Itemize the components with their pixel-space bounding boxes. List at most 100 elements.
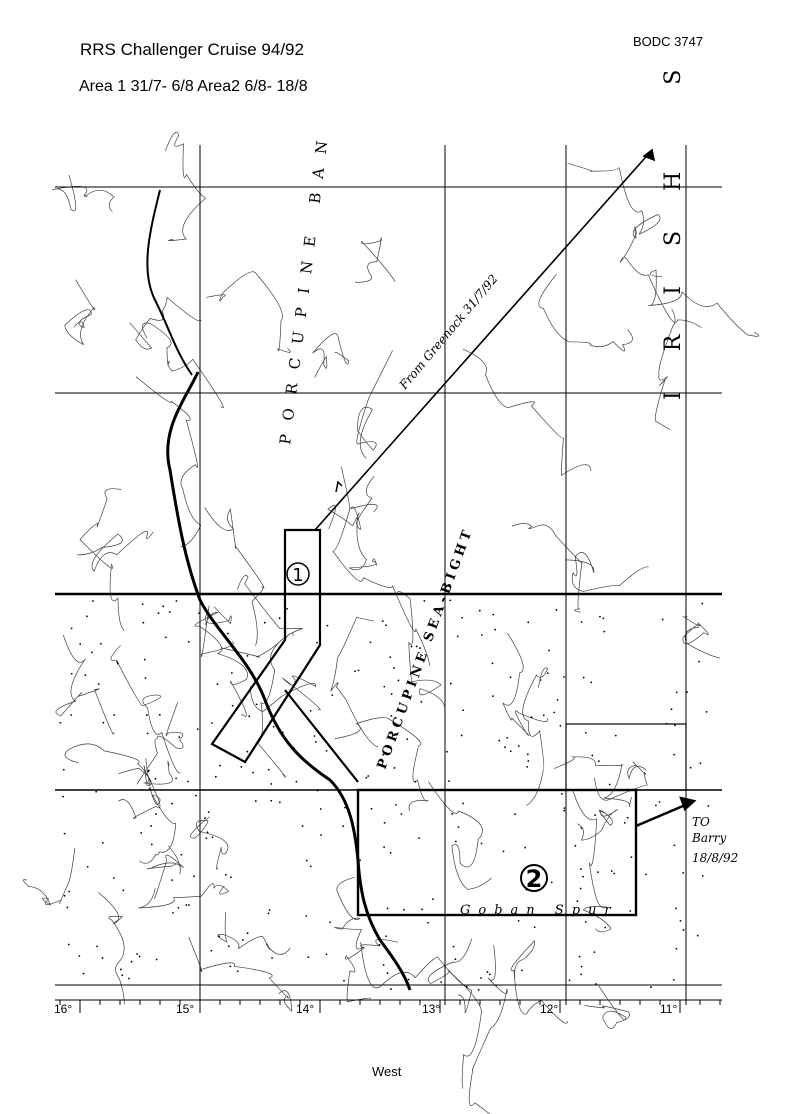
sounding-dot <box>157 612 160 615</box>
sounding-dot <box>582 676 585 679</box>
sounding-dot <box>447 780 450 783</box>
sounding-dot <box>248 715 251 718</box>
bathymetry-contours <box>23 131 760 1114</box>
sounding-dot <box>155 813 157 815</box>
sounding-dot <box>236 970 239 973</box>
sounding-dot <box>309 865 312 868</box>
sounding-dot <box>268 909 271 911</box>
sounding-dot <box>78 955 81 957</box>
sounding-dot <box>582 875 584 878</box>
sounding-dot <box>254 800 257 802</box>
contour-line <box>567 162 661 239</box>
sounding-dot <box>164 636 167 639</box>
sounding-dot <box>654 804 657 807</box>
sounding-dot <box>462 709 465 712</box>
label-porcupine-sea-bight: PORCUPINE SEA-BIGHT <box>375 525 477 771</box>
sounding-dot <box>194 794 197 797</box>
contour-line <box>204 507 265 646</box>
label-goban-spur: Goban Spur <box>460 903 619 918</box>
longitude-tick-14: 14° <box>296 1002 314 1016</box>
sounding-dot <box>393 767 396 769</box>
sounding-dot <box>143 658 146 661</box>
contour-line <box>136 702 184 785</box>
sounding-dot <box>626 816 629 819</box>
contour-line <box>129 296 202 350</box>
sounding-dot <box>301 825 304 828</box>
sounding-dot <box>509 750 512 753</box>
sounding-dot <box>394 804 397 806</box>
sounding-dot <box>185 904 188 906</box>
sounding-dot <box>699 762 702 765</box>
sounding-dot <box>492 695 495 698</box>
sounding-dots <box>59 599 710 991</box>
sounding-dot <box>150 825 152 827</box>
document-code: BODC 3747 <box>633 34 704 49</box>
sounding-dot <box>707 805 710 807</box>
sounding-dot <box>203 817 206 820</box>
sounding-dot <box>574 844 577 847</box>
sounding-dot <box>116 662 119 665</box>
sounding-dot <box>99 642 102 645</box>
end-to-annotation: TO <box>692 815 710 829</box>
sounding-dot <box>613 872 616 875</box>
sounding-dot <box>320 834 322 836</box>
sounding-dot <box>270 799 273 802</box>
sounding-dot <box>147 770 149 773</box>
sounding-dot <box>658 801 661 803</box>
contour-line <box>194 612 248 717</box>
sounding-dot <box>542 714 545 717</box>
sounding-dot <box>526 753 529 756</box>
sounding-dot <box>90 651 93 654</box>
label-irish-sea: IRISH S <box>661 30 686 400</box>
sounding-dot <box>452 945 455 948</box>
sounding-dot <box>344 806 346 809</box>
sounding-dot <box>305 859 308 862</box>
sounding-dot <box>530 716 533 719</box>
sounding-dot <box>172 912 174 914</box>
sounding-dot <box>175 600 178 602</box>
sounding-dot <box>610 870 613 872</box>
contour-line <box>23 848 76 906</box>
sounding-dot <box>378 943 381 946</box>
contour-line <box>142 322 224 409</box>
sounding-dot <box>227 632 229 635</box>
sounding-dot <box>504 746 506 749</box>
sounding-dot <box>102 721 105 724</box>
contour-line <box>397 591 446 711</box>
area-2-marker: 2 <box>526 865 543 893</box>
longitude-tick-16: 16° <box>54 1002 72 1016</box>
sounding-dot <box>240 766 243 768</box>
sounding-dot <box>230 672 233 674</box>
contour-line <box>348 475 377 571</box>
sounding-dot <box>206 831 209 834</box>
sounding-dot <box>521 969 523 972</box>
sounding-dot <box>216 683 219 686</box>
area-1-survey-box <box>210 528 359 783</box>
sounding-dot <box>127 977 130 980</box>
contour-line <box>138 758 177 864</box>
sounding-dot <box>307 956 310 959</box>
sounding-dot <box>325 749 328 752</box>
sounding-dot <box>679 919 682 922</box>
sounding-dot <box>506 736 509 739</box>
sounding-dot <box>207 811 210 814</box>
sounding-dot <box>548 649 550 652</box>
sounding-dot <box>158 713 161 716</box>
sounding-dot <box>579 887 582 890</box>
sounding-dot <box>580 973 583 976</box>
contour-line <box>553 756 633 807</box>
sounding-dot <box>579 868 582 871</box>
sounding-dot <box>555 609 558 611</box>
contour-line <box>468 945 508 1114</box>
sounding-dot <box>140 831 143 834</box>
contour-line <box>334 717 429 812</box>
sounding-dot <box>539 679 542 681</box>
sounding-dot <box>385 624 387 627</box>
sounding-dot <box>177 906 180 909</box>
contour-line <box>594 761 648 801</box>
sounding-dot <box>267 912 270 915</box>
sounding-dot <box>224 873 227 876</box>
sounding-dot <box>563 676 565 678</box>
contour-line <box>330 616 379 748</box>
sounding-dot <box>316 641 318 644</box>
